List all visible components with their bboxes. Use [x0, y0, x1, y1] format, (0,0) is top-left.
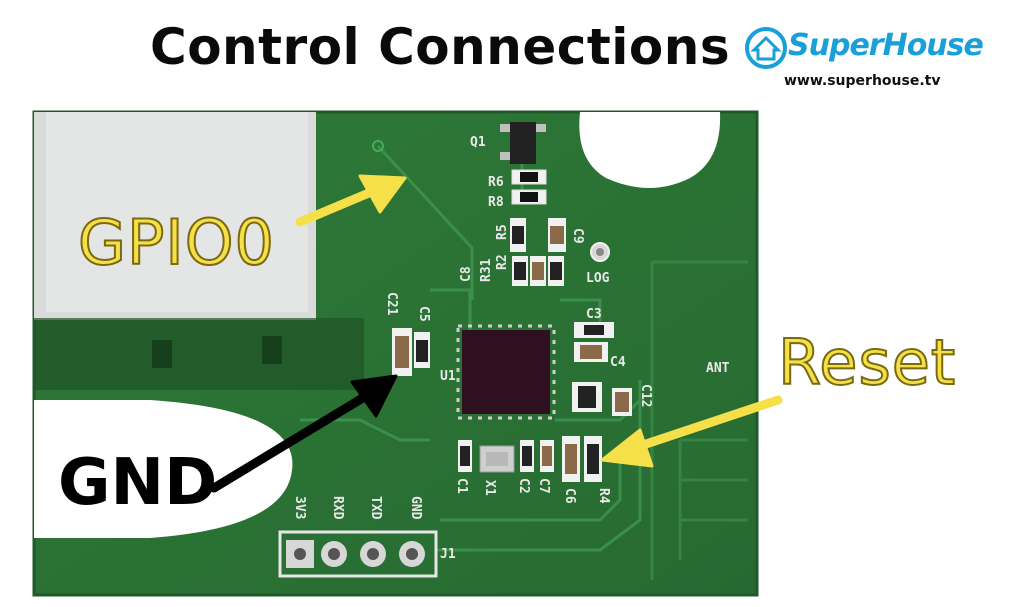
silk-3v3: 3V3 — [292, 496, 307, 519]
silk-r6: R6 — [488, 175, 504, 190]
silk-log: LOG — [586, 271, 610, 286]
silk-rxd: RXD — [330, 496, 345, 520]
resistor-group-top — [510, 169, 566, 286]
q1-transistor — [510, 122, 536, 164]
mounting-hole-top — [579, 112, 721, 188]
silk-j1: J1 — [440, 547, 456, 562]
silk-c21: C21 — [384, 292, 399, 316]
mounting-slot-left — [34, 400, 293, 538]
silk-r2: R2 — [495, 254, 510, 270]
silk-r8: R8 — [488, 195, 504, 210]
gnd-arrow — [209, 374, 398, 493]
silk-u1: U1 — [440, 369, 456, 384]
reset-arrow — [600, 395, 783, 468]
silk-c5: C5 — [416, 306, 431, 322]
silk-c7: C7 — [536, 478, 551, 494]
silk-c8: C8 — [459, 266, 474, 282]
silk-r31: R31 — [479, 258, 494, 282]
silk-c4: C4 — [610, 355, 626, 370]
reset-callout: Reset — [777, 325, 957, 400]
silk-gnd: GND — [408, 496, 423, 520]
superhouse-logo: SuperHouse www.superhouse.tv — [742, 26, 992, 106]
silk-ant: ANT — [706, 361, 730, 376]
silk-x1: X1 — [482, 480, 497, 496]
silk-c3: C3 — [586, 307, 602, 322]
silk-c6: C6 — [562, 488, 577, 504]
house-logo-icon — [745, 27, 787, 69]
silk-c2: C2 — [516, 478, 531, 494]
logo-name: SuperHouse — [788, 28, 984, 63]
logo-url: www.superhouse.tv — [784, 73, 941, 89]
gpio-arrow — [295, 174, 407, 227]
silk-r5: R5 — [495, 224, 510, 240]
silk-q1: Q1 — [470, 135, 486, 150]
j1-header — [278, 530, 438, 578]
silk-c9: C9 — [570, 228, 585, 244]
silk-c12: C12 — [638, 384, 653, 407]
j1-pads — [286, 540, 425, 568]
gnd-callout: GND — [58, 446, 218, 520]
gpio0-callout: GPIO0 — [77, 205, 275, 280]
u1-chip — [462, 330, 550, 414]
page-title: Control Connections — [150, 18, 731, 76]
silk-r4: R4 — [596, 488, 611, 504]
silk-txd: TXD — [368, 496, 383, 520]
silk-c1: C1 — [454, 478, 469, 494]
